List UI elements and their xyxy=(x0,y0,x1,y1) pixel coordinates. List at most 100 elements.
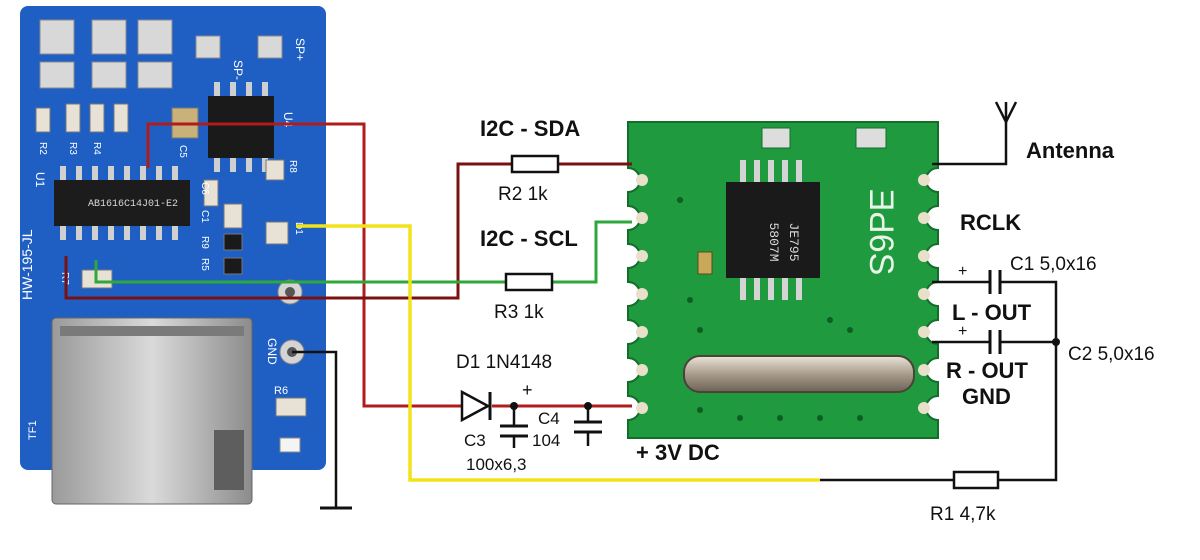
silk-sp-plus: SP+ xyxy=(293,38,307,61)
u1-pins xyxy=(60,166,178,240)
fm-receiver-chip xyxy=(726,182,820,278)
junction-dot xyxy=(1052,338,1060,346)
label-i2c-sda: I2C - SDA xyxy=(480,116,580,141)
label-c3: C3 xyxy=(464,431,486,450)
board-model-silk: HW-195-JL xyxy=(19,229,35,300)
mp3-decoder-chip-u1 xyxy=(54,180,190,226)
crystal-oscillator xyxy=(683,355,915,393)
wire-antenna xyxy=(932,102,1008,166)
mp3-player-board: SP- SP+ U4 R2 R3 R4 C5 AB1616C14J01-E2 U… xyxy=(19,6,326,505)
amplifier-chip-u4 xyxy=(208,96,274,158)
label-gnd: GND xyxy=(962,384,1011,409)
wire-ground xyxy=(292,350,338,508)
label-r1: R1 4,7k xyxy=(930,504,996,525)
label-c1-plus: + xyxy=(958,263,967,280)
speaker-pad-plus xyxy=(257,35,283,59)
smd-resistor-r5 xyxy=(223,257,243,275)
silk-r6: R6 xyxy=(274,385,288,397)
fm-chip-pins xyxy=(740,160,802,300)
silk-r3: R3 xyxy=(67,142,78,155)
solder-pad xyxy=(39,19,75,55)
status-led xyxy=(279,437,301,453)
capacitor-c3-symbol xyxy=(500,402,528,448)
silk-c1: C1 xyxy=(199,210,210,223)
smd-capacitor-c1 xyxy=(223,203,243,229)
silk-r-top: R2 xyxy=(37,142,48,155)
wire-r1-right xyxy=(998,342,1058,482)
silk-sp-minus: SP- xyxy=(231,60,245,80)
silk-c6: C6 xyxy=(199,182,210,195)
wire-i2c-scl xyxy=(94,260,506,284)
solder-pad xyxy=(137,19,173,55)
smd-resistor xyxy=(89,103,105,133)
wire-scl-to-module xyxy=(552,220,632,284)
micro-sd-slot xyxy=(51,317,253,505)
wire-c1-out xyxy=(1000,280,1058,342)
label-l-out: L - OUT xyxy=(952,300,1032,325)
capacitor-c4-symbol xyxy=(574,402,602,446)
label-3v-dc: + 3V DC xyxy=(636,440,720,465)
smd-resistor-r8 xyxy=(265,159,285,181)
label-rclk: RCLK xyxy=(960,210,1021,235)
smd-resistor-r6 xyxy=(275,397,307,417)
resistor-r2-symbol xyxy=(510,154,560,174)
smd-resistor xyxy=(35,107,51,133)
solder-pad xyxy=(137,61,173,89)
label-c1: C1 5,0x16 xyxy=(1010,254,1097,275)
label-i2c-scl: I2C - SCL xyxy=(480,226,578,251)
silk-r5: R5 xyxy=(199,258,210,271)
smd-pad xyxy=(855,127,887,149)
silk-tf1: TF1 xyxy=(27,420,39,440)
wire-3v-supply xyxy=(146,122,462,408)
silk-d1: D1 xyxy=(293,222,304,235)
resistor-r1-symbol xyxy=(952,470,1000,490)
castellated-pads xyxy=(636,174,930,414)
silk-c5: C5 xyxy=(177,145,188,158)
fm-chip-marking-2: JE795 xyxy=(786,222,801,261)
resistor-r3-symbol xyxy=(504,272,554,292)
sd-slot-edge xyxy=(60,326,244,336)
solder-pad xyxy=(91,61,127,89)
label-c3-plus: + xyxy=(522,380,533,400)
fm-module-silk: ƎԀ6S xyxy=(862,189,900,276)
u1-marking: AB1616C14J01-E2 xyxy=(88,199,178,210)
silk-r9: R9 xyxy=(199,236,210,249)
solder-pad xyxy=(91,19,127,55)
smd-resistor xyxy=(65,103,81,133)
wire-i2c-sda xyxy=(64,162,512,300)
label-r2: R2 1k xyxy=(498,184,548,205)
smd-capacitor xyxy=(697,251,713,275)
smd-diode-d1 xyxy=(265,221,289,245)
capacitor-c1-symbol xyxy=(988,270,1002,294)
sd-slot-latch xyxy=(214,430,244,490)
fm-radio-module: 5807M JE795 ƎԀ6S xyxy=(627,121,939,439)
label-d1: D1 1N4148 xyxy=(456,352,552,373)
diode-d1-symbol xyxy=(460,389,492,423)
speaker-pad-minus xyxy=(195,35,221,59)
fm-chip-marking: 5807M xyxy=(766,222,781,261)
silk-r4: R4 xyxy=(91,142,102,155)
silk-gnd: GND xyxy=(265,338,279,365)
pad-hole xyxy=(285,287,295,297)
label-c2-plus: + xyxy=(958,323,967,340)
u4-pins xyxy=(214,82,268,172)
vias xyxy=(677,197,863,421)
silk-r8: R8 xyxy=(287,160,298,173)
label-r3: R3 1k xyxy=(494,302,544,323)
smd-capacitor-c6 xyxy=(203,179,219,207)
solder-pad xyxy=(39,61,75,89)
label-antenna: Antenna xyxy=(1026,138,1115,163)
capacitor-c2-symbol xyxy=(988,330,1002,354)
label-c4: C4 xyxy=(538,409,560,428)
smd-pad xyxy=(761,127,791,149)
label-c3-value: 100x6,3 xyxy=(466,455,527,474)
smd-resistor xyxy=(113,103,129,133)
smd-resistor-r9 xyxy=(223,233,243,251)
silk-u1: U1 xyxy=(33,172,47,188)
label-r-out: R - OUT xyxy=(946,358,1028,383)
antenna-symbol xyxy=(994,101,1018,125)
label-c2: C2 5,0x16 xyxy=(1068,344,1155,365)
label-c4-value: 104 xyxy=(532,431,560,450)
